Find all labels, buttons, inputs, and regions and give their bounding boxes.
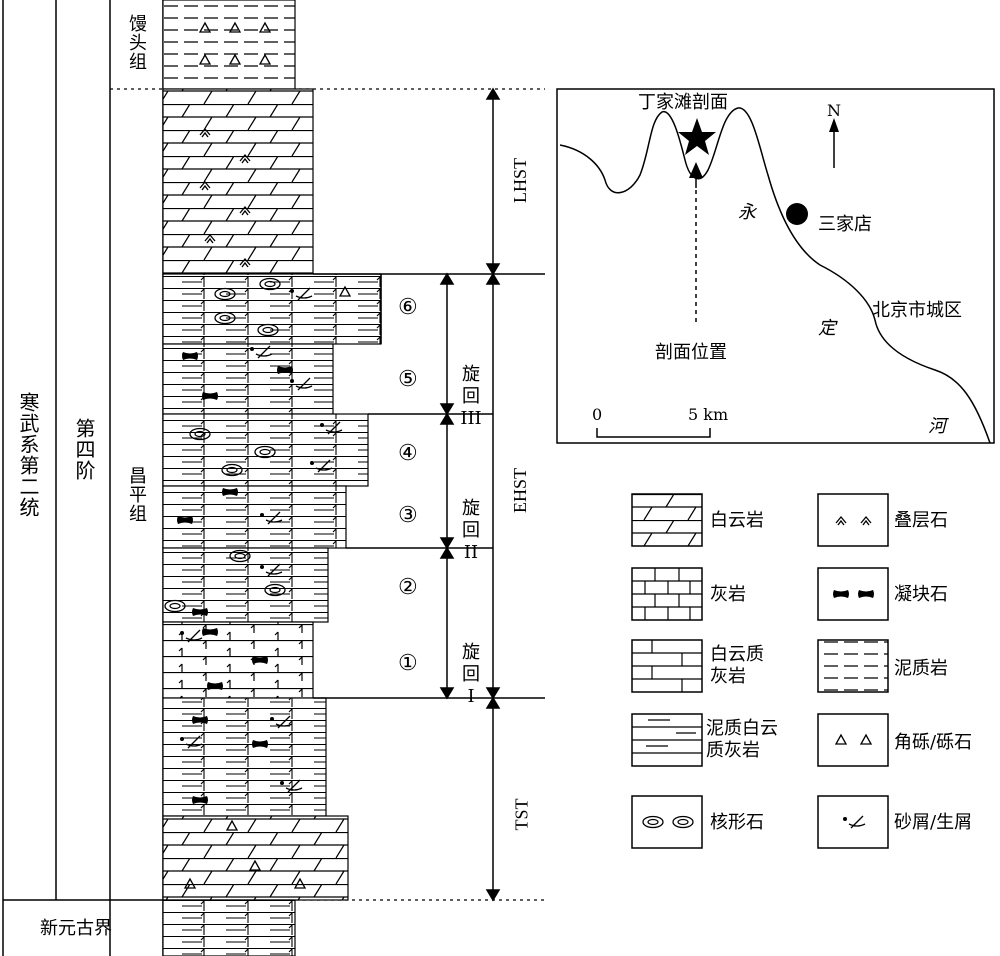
legend-sand-bioclast: 砂屑/生屑 <box>894 812 973 833</box>
legend-limestone: 灰岩 <box>710 584 746 605</box>
bed-3: ③ <box>398 503 418 528</box>
tract-ehst: EHST <box>510 468 530 513</box>
sequence-lines <box>313 273 545 699</box>
north-label: N <box>827 101 841 120</box>
main-formation-label: 昌平组 <box>126 466 147 523</box>
town-dot <box>786 203 808 225</box>
legend-marl-dolomitic-limestone: 泥质白云 质灰岩 <box>706 718 778 761</box>
upper-formation-label: 馒头组 <box>126 14 147 71</box>
star-icon <box>678 118 716 155</box>
city-label: 北京市城区 <box>872 300 962 321</box>
bed-4: ④ <box>398 441 418 466</box>
bed-6: ⑥ <box>398 295 418 320</box>
system-label: 寒武系第二统 <box>16 392 40 518</box>
tract-tst: TST <box>511 798 532 831</box>
base-unit-label: 新元古界 <box>40 918 112 939</box>
river-char-3: 河 <box>928 416 946 437</box>
tract-lhst: LHST <box>510 158 530 203</box>
unit-mudstone-top <box>162 0 296 90</box>
location-map <box>556 88 995 444</box>
scale-zero: 0 <box>592 405 603 424</box>
legend-breccia: 角砾/砾石 <box>894 732 973 753</box>
scale-bar <box>596 428 711 438</box>
river-char-1: 永 <box>738 202 756 223</box>
section-position: 剖面位置 <box>655 342 727 363</box>
legend-dolomite: 白云岩 <box>710 510 764 531</box>
legend-boxes <box>631 493 889 849</box>
unit-bed1 <box>162 621 314 699</box>
legend-mudstone: 泥质岩 <box>894 658 948 679</box>
unit-lhst-dolomite <box>162 88 314 275</box>
unit-bed2 <box>162 547 329 623</box>
section-name: 丁家滩剖面 <box>638 92 728 113</box>
unit-bed6 <box>162 273 382 345</box>
unit-basement <box>162 899 296 956</box>
town-label: 三家店 <box>818 214 872 235</box>
unit-bed3 <box>162 485 347 549</box>
river-char-2: 定 <box>818 318 836 339</box>
legend-oncolite: 核形石 <box>710 812 764 833</box>
tract-arrows <box>439 87 501 902</box>
legend-thrombolite: 凝块石 <box>894 584 948 605</box>
legend-dolomitic-limestone: 白云质 灰岩 <box>710 644 764 687</box>
stage-label: 第四阶 <box>72 418 96 481</box>
bed-5: ⑤ <box>398 367 418 392</box>
bed-2: ② <box>398 575 418 600</box>
river-bank <box>559 107 991 444</box>
lithology-column <box>162 0 382 956</box>
legend-stromatolite: 叠层石 <box>894 510 948 531</box>
scale-value: 5 km <box>688 405 729 424</box>
unit-tst-upper <box>162 697 327 817</box>
north-arrow-icon <box>829 118 839 132</box>
bed-1: ① <box>398 651 418 676</box>
